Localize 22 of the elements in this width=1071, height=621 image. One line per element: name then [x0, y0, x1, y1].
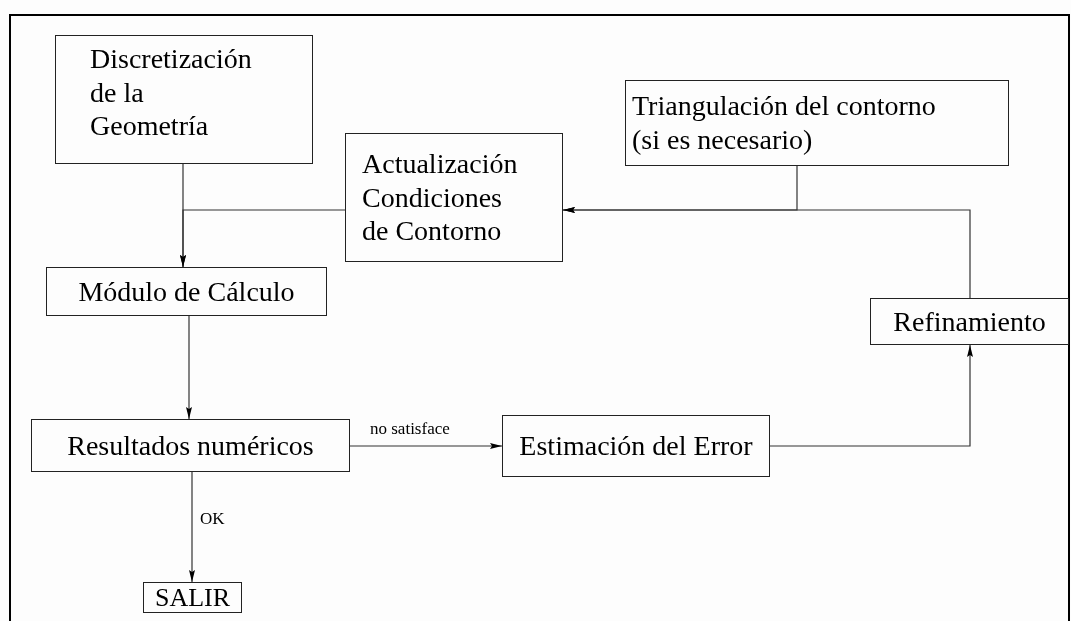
process-box: [143, 582, 242, 613]
box-text: Estimación del Error: [519, 429, 753, 463]
arrow: [186, 315, 192, 420]
process-box: [55, 35, 313, 164]
arrow: [349, 443, 503, 449]
process-box: [46, 267, 327, 316]
process-box: [502, 415, 770, 477]
box-text: Resultados numéricos: [67, 428, 314, 463]
process-box: [345, 133, 563, 262]
arrow: [189, 471, 195, 583]
box-text: Módulo de Cálculo: [78, 274, 295, 309]
box-text: Refinamiento: [893, 304, 1046, 339]
process-box: [625, 80, 1009, 166]
box-text: SALIR: [154, 581, 231, 614]
arrow: [180, 209, 346, 268]
process-box: [31, 419, 350, 472]
box-text: Triangulación del contorno (si es necesario): [632, 89, 937, 157]
box-text: Discretización de la Geometría: [90, 42, 253, 143]
process-box: [870, 298, 1069, 345]
box-text: Actualización Condiciones de Contorno: [362, 147, 519, 248]
arrow: [769, 344, 973, 447]
arrow: [562, 207, 971, 299]
